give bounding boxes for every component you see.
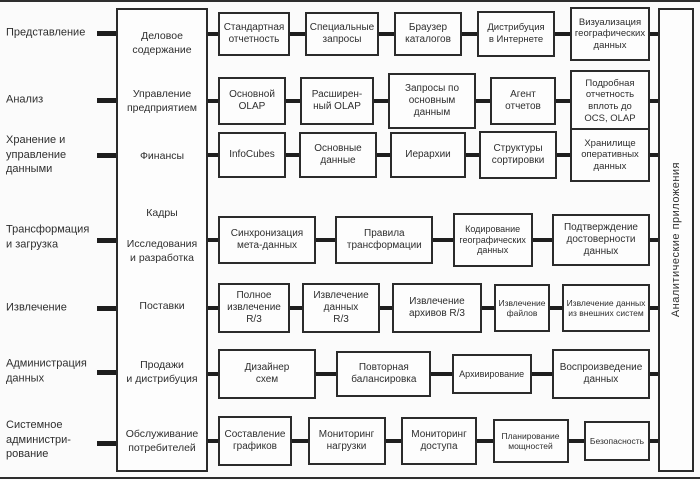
node-box: Подтверждение достоверности данных — [551, 214, 650, 266]
category-business-content: Деловое содержание — [132, 30, 192, 56]
connector-stub — [97, 31, 118, 36]
layer-label-data-admin: Администрация данных — [6, 357, 87, 384]
node-box: Извлечение данных R/3 — [302, 283, 380, 333]
analytics-panel: Аналитические приложения — [658, 8, 694, 472]
category-finance: Финансы — [139, 150, 185, 163]
node-row-storage: InfoCubes Основные данные Иерархии Струк… — [218, 127, 650, 183]
node-box: Специальные запросы — [305, 12, 379, 56]
node-box: Мониторинг нагрузки — [307, 417, 386, 465]
connector-stub — [97, 441, 118, 446]
node-box: Запросы по основным данным — [388, 73, 476, 129]
frame-line-top — [0, 0, 700, 2]
node-box: Кодирование географических данных — [452, 213, 533, 267]
node-row-analysis: Основной OLAP Расширен- ный OLAP Запросы… — [218, 69, 650, 133]
node-box: Иерархии — [390, 132, 466, 178]
node-box: Стандартная отчетность — [218, 12, 290, 56]
category-enterprise-mgmt: Управление предприятием — [126, 88, 198, 114]
node-box: InfoCubes — [218, 132, 286, 178]
node-box: Извлечение данных из внешних систем — [562, 284, 650, 332]
node-row-system-admin: Составление графиков Мониторинг нагрузки… — [218, 416, 650, 466]
node-box: Мониторинг доступа — [401, 417, 477, 465]
category-customer-service: Обслуживание потребителей — [125, 428, 199, 454]
layer-label-extraction: Извлечение — [6, 301, 67, 314]
node-box: Основной OLAP — [218, 77, 286, 125]
node-box: Основные данные — [299, 132, 377, 178]
node-row-extraction: Полное извлечение R/3 Извлечение данных … — [218, 282, 650, 334]
connector-line — [204, 372, 662, 376]
node-box: Синхронизация мета-данных — [218, 216, 316, 264]
layer-label-analysis: Анализ — [6, 93, 44, 106]
node-row-presentation: Стандартная отчетность Специальные запро… — [218, 6, 650, 62]
node-box: Извлечение файлов — [494, 284, 550, 332]
node-box: Агент отчетов — [490, 77, 556, 125]
node-box: Расширен- ный OLAP — [300, 77, 374, 125]
layer-label-storage: Хранение и управление данными — [6, 134, 67, 176]
node-box: Полное извлечение R/3 — [218, 283, 290, 333]
node-box: Архивирование — [451, 354, 532, 394]
node-box: Извлечение архивов R/3 — [392, 283, 482, 333]
category-supply: Поставки — [139, 300, 185, 313]
analytics-panel-label: Аналитические приложения — [670, 162, 682, 318]
layer-label-system-admin: Системное администри- рование — [6, 419, 71, 461]
category-rnd: Исследования и разработка — [126, 238, 198, 264]
connector-stub — [97, 98, 118, 103]
node-box: Безопасность — [584, 421, 650, 461]
node-box: Хранилище оперативных данных — [570, 128, 650, 182]
connector-stub — [97, 306, 118, 311]
node-box: Подробная отчетность вплоть до OCS, OLAP — [570, 70, 650, 132]
node-row-transformation: Синхронизация мета-данных Правила трансф… — [218, 212, 650, 268]
node-row-data-admin: Дизайнер схем Повторная балансировка Арх… — [218, 348, 650, 400]
connector-stub — [97, 238, 118, 243]
business-content-column: Деловое содержание Управление предприяти… — [116, 8, 208, 472]
node-box: Повторная балансировка — [336, 351, 432, 397]
node-box: Визуализация географических данных — [570, 7, 650, 61]
connector-stub — [97, 370, 118, 375]
category-hr: Кадры — [146, 207, 178, 220]
node-box: Планирование мощностей — [492, 419, 569, 463]
node-box: Браузер каталогов — [394, 12, 462, 56]
node-box: Воспроизведение данных — [551, 349, 650, 399]
layer-label-presentation: Представление — [6, 26, 86, 39]
node-box: Дизайнер схем — [218, 349, 316, 399]
category-sales: Продажи и дистрибуция — [126, 359, 198, 385]
node-box: Дистрибуция в Интернете — [477, 11, 555, 57]
connector-stub — [97, 153, 118, 158]
node-box: Составление графиков — [218, 416, 292, 466]
node-box: Структуры сортировки — [479, 131, 557, 179]
frame-line-bottom — [0, 477, 700, 479]
node-box: Правила трансформации — [335, 216, 434, 264]
layer-label-transformation: Трансформация и загрузка — [6, 223, 90, 250]
